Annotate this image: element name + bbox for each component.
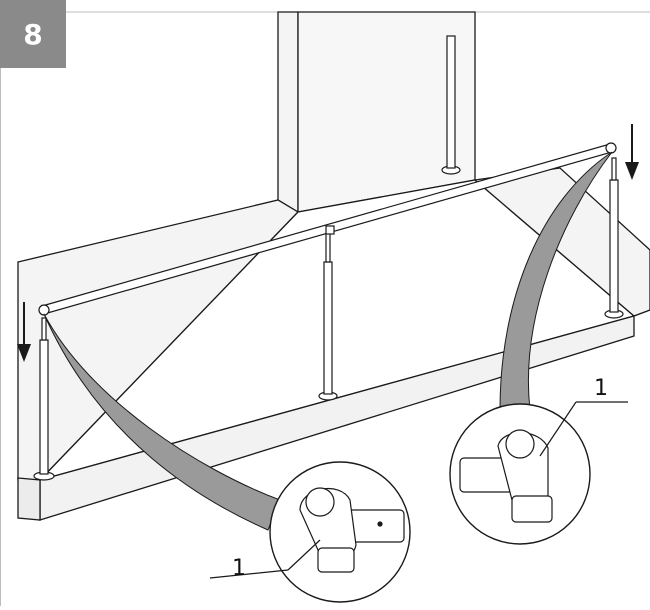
posts xyxy=(33,35,624,481)
post-back xyxy=(441,35,461,175)
step-badge: 8 xyxy=(0,0,66,68)
detail-circle-right xyxy=(449,401,628,545)
arrow-down-icon xyxy=(17,302,31,362)
arrow-down-icon xyxy=(625,124,639,180)
step-number: 8 xyxy=(23,17,43,51)
callout-label-left: 1 xyxy=(232,556,246,581)
wall-pillar xyxy=(277,11,476,214)
post-center xyxy=(318,231,338,401)
callout-label-right: 1 xyxy=(594,376,608,401)
post-right xyxy=(604,157,624,319)
ribbon-left xyxy=(43,313,281,531)
post-left xyxy=(33,317,55,481)
detail-circle-left xyxy=(209,461,411,603)
